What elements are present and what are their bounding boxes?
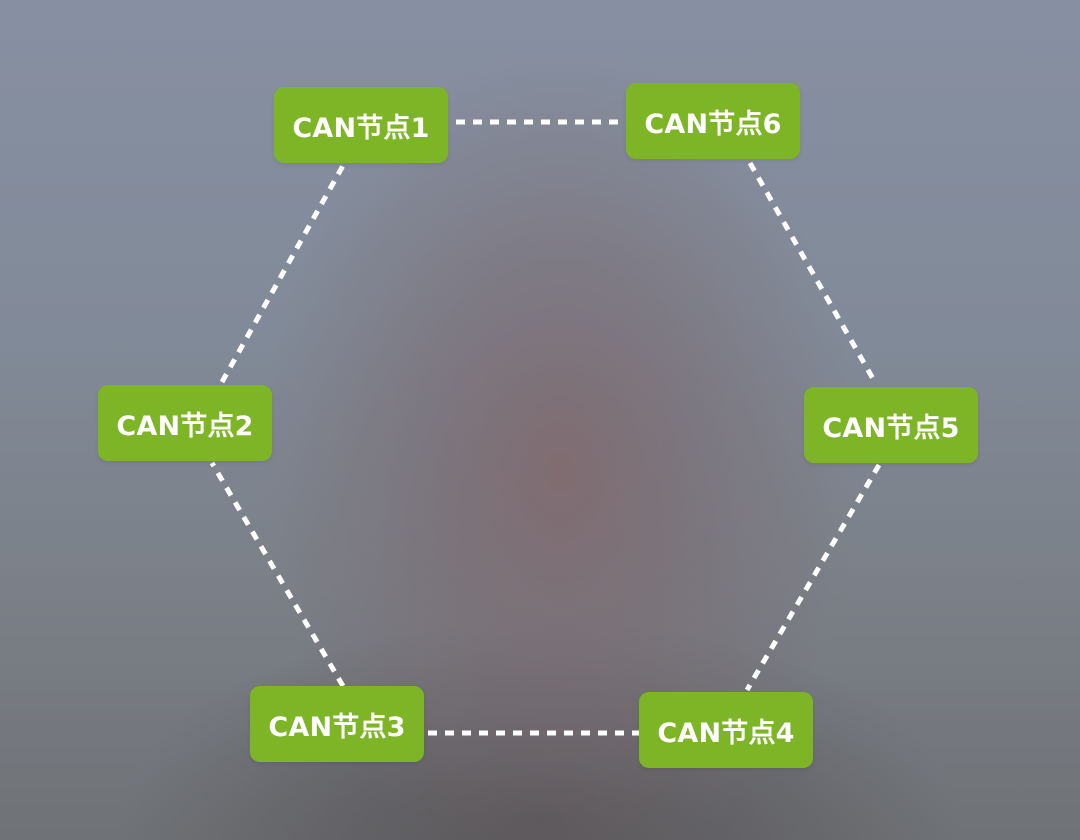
can-node-1-label: CAN节点1 bbox=[292, 112, 430, 144]
can-node-5-label: CAN节点5 bbox=[822, 412, 960, 444]
can-node-2: CAN节点2 bbox=[98, 385, 272, 461]
can-node-2-label: CAN节点2 bbox=[116, 410, 254, 442]
can-node-4: CAN节点4 bbox=[639, 692, 813, 768]
can-node-6-label: CAN节点6 bbox=[644, 108, 782, 140]
can-node-1: CAN节点1 bbox=[274, 87, 448, 163]
edge-n5-n4 bbox=[744, 463, 882, 692]
can-node-6: CAN节点6 bbox=[626, 83, 800, 159]
edge-n3-n2 bbox=[209, 461, 346, 688]
can-node-3: CAN节点3 bbox=[250, 686, 424, 762]
can-node-3-label: CAN节点3 bbox=[268, 711, 406, 743]
can-node-4-label: CAN节点4 bbox=[657, 717, 795, 749]
edge-n6-n5 bbox=[747, 161, 879, 386]
can-node-5: CAN节点5 bbox=[804, 387, 978, 463]
edge-n2-n1 bbox=[219, 160, 348, 384]
